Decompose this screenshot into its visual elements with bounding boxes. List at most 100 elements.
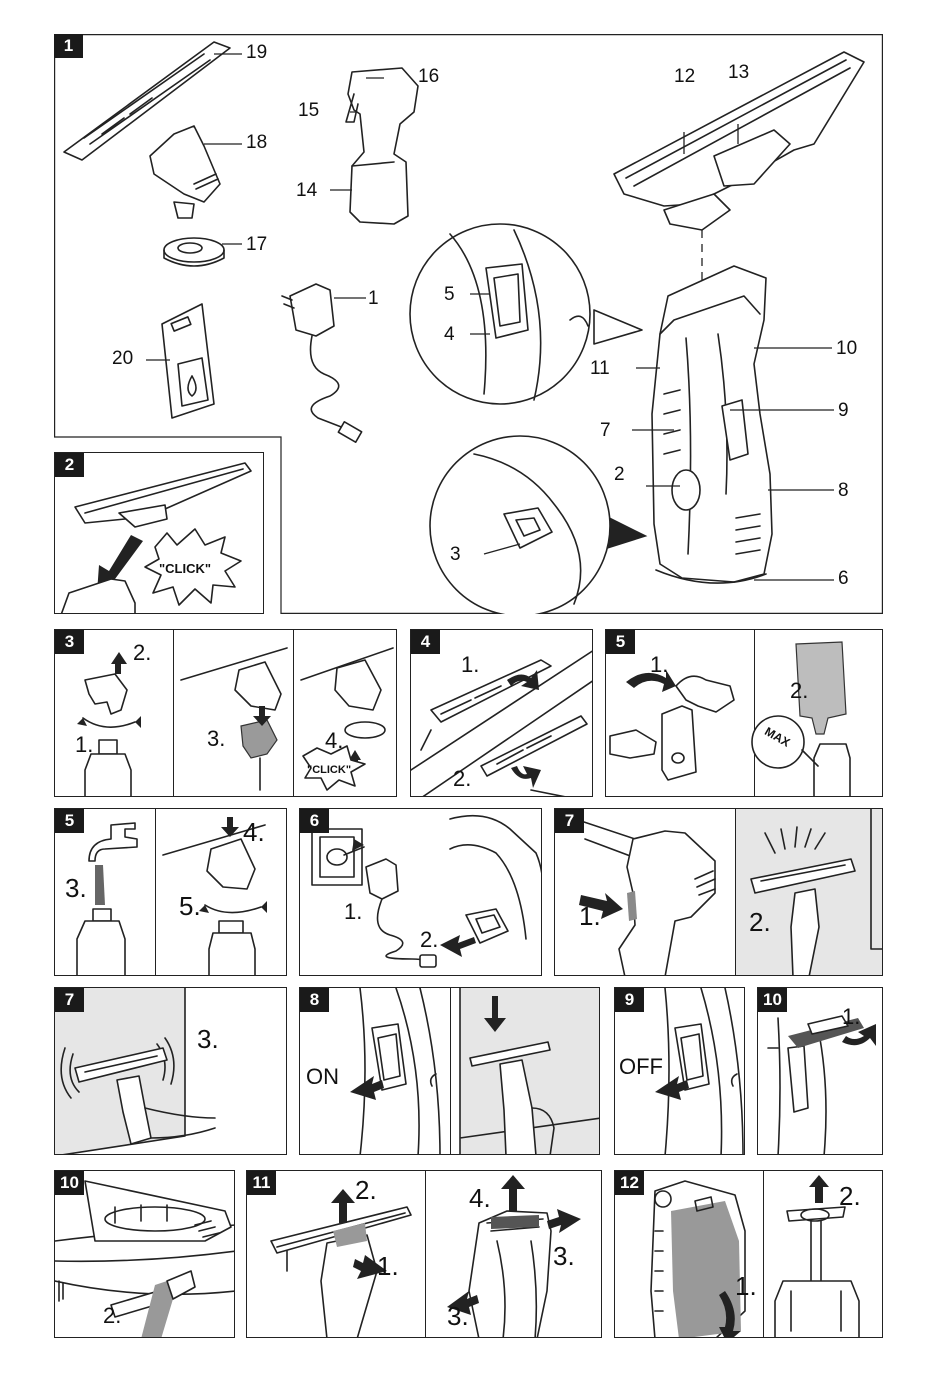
callout-6: 6: [838, 568, 849, 590]
spray-trigger-drawing: [575, 819, 715, 976]
callout-5: 5: [444, 284, 455, 306]
callout-12: 12: [674, 66, 695, 88]
panel-7a-step-1: 1.: [579, 901, 601, 932]
panel-5a-step-1: 1.: [650, 652, 668, 678]
panel-2-click-text: "CLICK": [159, 561, 211, 576]
panel-11-step-1: 1.: [377, 1251, 399, 1282]
panel-10b-illustration: [55, 1171, 235, 1338]
panel-6-step-1: 1.: [344, 899, 362, 925]
panel-4-step-2: 2.: [453, 766, 471, 792]
panel-11-illustration: [247, 1171, 602, 1338]
callout-2: 2: [614, 464, 625, 486]
panel-8-illustration: [300, 988, 600, 1155]
callout-8: 8: [838, 480, 849, 502]
panel-4-step-1: 1.: [461, 652, 479, 678]
panel-2: 2 "CLICK": [54, 452, 264, 614]
callout-13: 13: [728, 62, 749, 84]
panel-6: 6 1. 2.: [299, 808, 542, 976]
adapter-ring-drawing: [164, 238, 224, 266]
callout-14: 14: [296, 180, 317, 202]
panel-3-click-text: "CLICK": [307, 764, 351, 776]
panel-10b-step-2: 2.: [103, 1303, 121, 1329]
panel-7a-number: 7: [555, 809, 584, 833]
nozzle-insert-drawing: [181, 648, 287, 790]
panel-7a-illustration: [555, 809, 883, 976]
callout-15: 15: [298, 100, 319, 122]
panel-11-step-3a: 3.: [553, 1241, 575, 1272]
panel-5b-step-5: 5.: [179, 891, 201, 922]
spray-bottle-drawing: [346, 68, 418, 224]
callout-11: 11: [590, 358, 610, 380]
panel-7b-step-3: 3.: [197, 1024, 219, 1055]
panel-10a-number: 10: [758, 988, 787, 1012]
tear-sachet-drawing: [610, 670, 734, 780]
callout-1: 1: [368, 288, 379, 310]
panel-2-number: 2: [55, 453, 84, 477]
panel-6-number: 6: [300, 809, 329, 833]
panel-1-number: 1: [54, 34, 83, 58]
panel-10b-number: 10: [55, 1171, 84, 1195]
panel-12-step-1: 1.: [735, 1271, 757, 1302]
panel-8-number: 8: [300, 988, 329, 1012]
callout-3: 3: [450, 544, 461, 566]
pour-concentrate-drawing: [752, 642, 850, 797]
panel-3-step-2: 2.: [133, 640, 151, 666]
panel-3-step-1: 1.: [75, 732, 93, 758]
panel-10a: 10 1.: [757, 987, 883, 1155]
panel-5b-step-4: 4.: [243, 817, 265, 848]
panel-3-step-3: 3.: [207, 726, 225, 752]
panel-7b-number: 7: [55, 988, 84, 1012]
panel-11-number: 11: [247, 1171, 276, 1195]
panel-5a-number: 5: [606, 630, 635, 654]
panel-5b-step-3: 3.: [65, 873, 87, 904]
panel-9: 9 OFF: [614, 987, 745, 1155]
panel-5b-number: 5: [55, 809, 84, 833]
charger-drawing: [282, 284, 362, 442]
callout-19: 19: [246, 42, 267, 64]
panel-3-number: 3: [55, 630, 84, 654]
panel-6-step-2: 2.: [420, 927, 438, 953]
cap-removal-drawing: [77, 652, 141, 797]
panel-9-number: 9: [615, 988, 644, 1012]
panel-8: 8 ON: [299, 987, 600, 1155]
panel-9-off-text: OFF: [619, 1054, 663, 1080]
main-unit-drawing: [652, 266, 772, 583]
callout-20: 20: [112, 348, 133, 370]
manual-booklet-drawing: [162, 304, 214, 418]
panel-3: 3 2. 1. 3. 4. "CLICK": [54, 629, 397, 797]
panel-4-number: 4: [411, 630, 440, 654]
panel-7a-step-2: 2.: [749, 907, 771, 938]
callout-18: 18: [246, 132, 267, 154]
panel-8-on-text: ON: [306, 1064, 339, 1090]
panel-5b: 5 3. 4. 5.: [54, 808, 287, 976]
panel-12-number: 12: [615, 1171, 644, 1195]
panel-5a: 5 1. 2. MAX: [605, 629, 883, 797]
panel-2-illustration: [55, 453, 264, 614]
squeegee-attachment-drawing: [64, 42, 230, 218]
panel-5a-illustration: [606, 630, 883, 797]
tank-open-drawing: [651, 1181, 745, 1338]
panel-4: 4 1. 2.: [410, 629, 593, 797]
panel-11-step-2: 2.: [355, 1175, 377, 1206]
panel-12-step-2: 2.: [839, 1181, 861, 1212]
panel-10b: 10 2.: [54, 1170, 235, 1338]
callout-7: 7: [600, 420, 611, 442]
callout-10: 10: [836, 338, 857, 360]
panel-11-step-3b: 3.: [447, 1301, 469, 1332]
panel-7b-illustration: [55, 988, 287, 1155]
panel-10a-illustration: [758, 988, 883, 1155]
panel-12: 12 1. 2.: [614, 1170, 883, 1338]
panel-3-step-4: 4.: [325, 728, 343, 754]
callout-9: 9: [838, 400, 849, 422]
panel-11: 11 2. 1. 4. 3. 3.: [246, 1170, 602, 1338]
indicator-zoom-circle-drawing: [430, 436, 646, 614]
panel-5a-step-2: 2.: [790, 678, 808, 704]
panel-7a: 7 1. 2.: [554, 808, 883, 976]
on-switch-drawing: [350, 988, 440, 1155]
callout-4: 4: [444, 324, 455, 346]
panel-7b: 7 3.: [54, 987, 287, 1155]
callout-16: 16: [418, 66, 439, 88]
panel-11-step-4: 4.: [469, 1183, 491, 1214]
panel-10a-step-1: 1.: [842, 1004, 860, 1030]
panel-4-illustration: [411, 630, 593, 797]
